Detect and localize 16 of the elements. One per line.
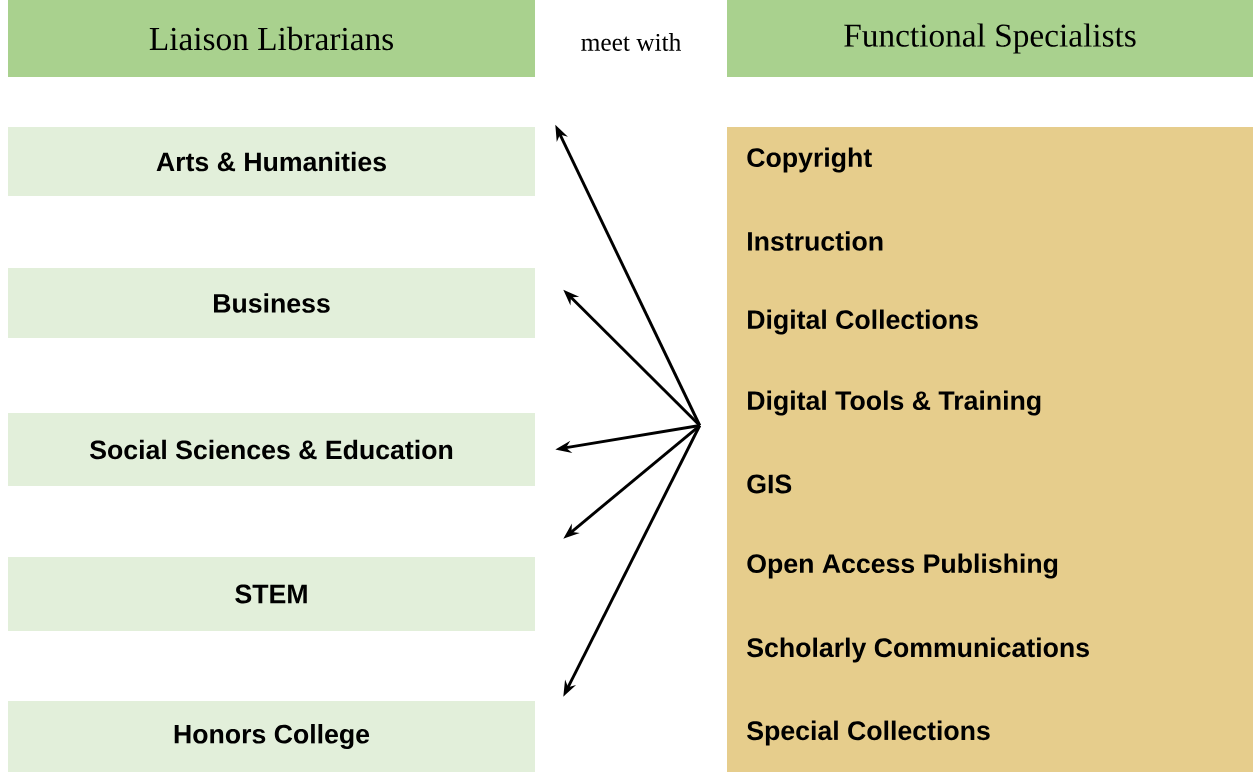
- category-box: Business: [8, 268, 535, 338]
- list-item: Digital Tools & Training: [748, 390, 1041, 416]
- list-item: Scholarly Communications: [747, 637, 1089, 663]
- list-item: Open Access Publishing: [747, 553, 1058, 579]
- list-item: Instruction: [748, 231, 883, 251]
- category-box: Honors College: [8, 701, 535, 772]
- connector-text: meet with: [581, 33, 681, 51]
- header-box: Liaison Librarians: [8, 0, 535, 77]
- list-item: Special Collections: [747, 720, 990, 746]
- category-box: STEM: [8, 557, 535, 631]
- list-item: Copyright: [747, 147, 872, 173]
- category-box: Social Sciences & Education: [8, 413, 535, 486]
- list-item: Digital Collections: [748, 309, 978, 335]
- category-box: Arts & Humanities: [8, 127, 535, 196]
- header-box: Functional Specialists: [727, 0, 1253, 77]
- list-item: GIS: [747, 474, 792, 494]
